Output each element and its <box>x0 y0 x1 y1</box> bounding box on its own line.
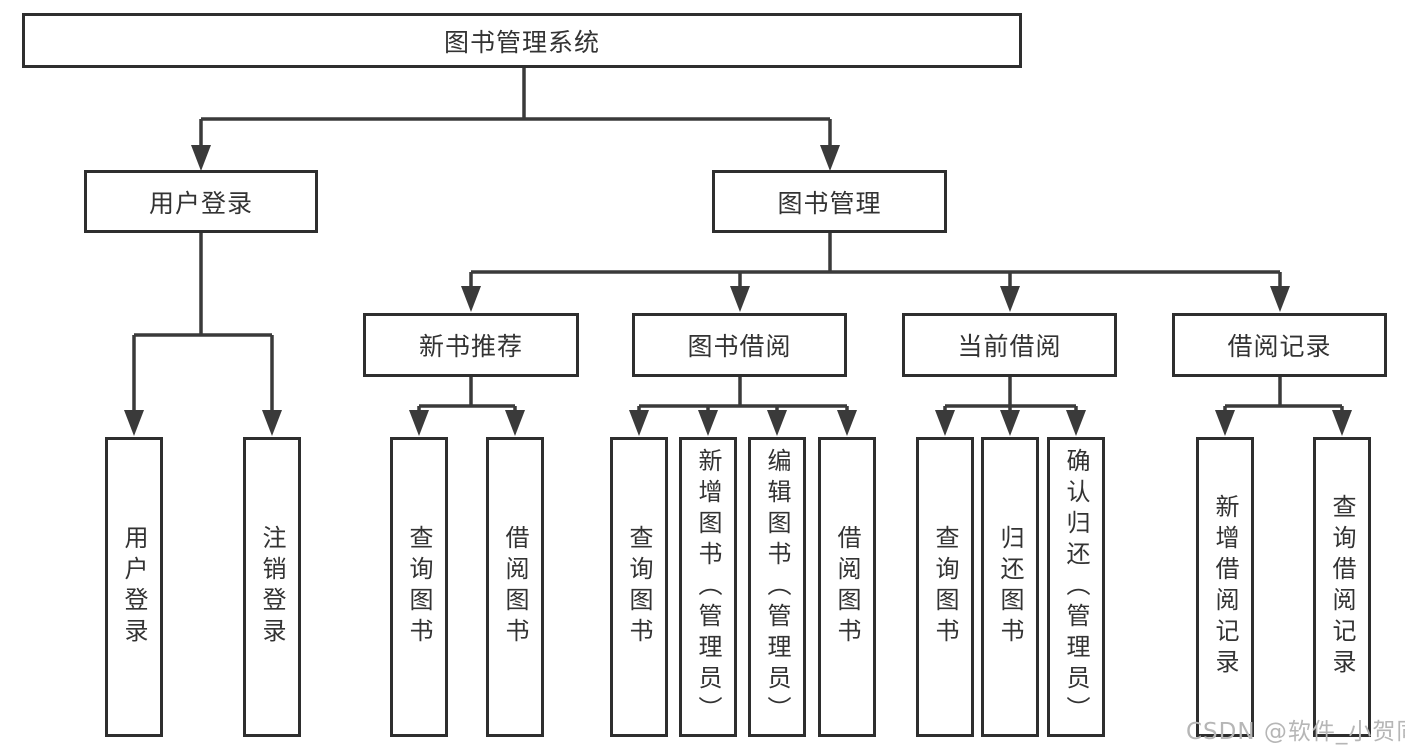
watermark: CSDN @软件_小贺同学 <box>1186 719 1405 745</box>
node-current-borrow: 当前借阅 <box>902 313 1117 377</box>
leaf-query-books-borrow: 查询图书 <box>610 437 668 737</box>
node-book-borrow: 图书借阅 <box>632 313 847 377</box>
leaf-confirm-return-admin: 确认归还（管理员） <box>1047 437 1105 737</box>
arrowheads <box>124 145 1352 436</box>
leaf-return-book: 归还图书 <box>981 437 1039 737</box>
leaf-logout: 注销登录 <box>243 437 301 737</box>
leaf-query-books-recommend: 查询图书 <box>390 437 448 737</box>
node-book-management: 图书管理 <box>712 170 947 233</box>
leaf-edit-book-admin: 编辑图书（管理员） <box>748 437 806 737</box>
node-new-book-recommend: 新书推荐 <box>363 313 579 377</box>
leaf-query-books-current: 查询图书 <box>916 437 974 737</box>
tree-edges <box>132 68 1344 420</box>
node-library-management-system: 图书管理系统 <box>22 13 1022 68</box>
node-borrow-records: 借阅记录 <box>1172 313 1387 377</box>
leaf-query-borrow-record: 查询借阅记录 <box>1313 437 1371 737</box>
leaf-borrow-books-recommend: 借阅图书 <box>486 437 544 737</box>
leaf-add-book-admin: 新增图书（管理员） <box>679 437 737 737</box>
leaf-user-login: 用户登录 <box>105 437 163 737</box>
node-user-login: 用户登录 <box>84 170 318 233</box>
leaf-borrow-books: 借阅图书 <box>818 437 876 737</box>
leaf-add-borrow-record: 新增借阅记录 <box>1196 437 1254 737</box>
